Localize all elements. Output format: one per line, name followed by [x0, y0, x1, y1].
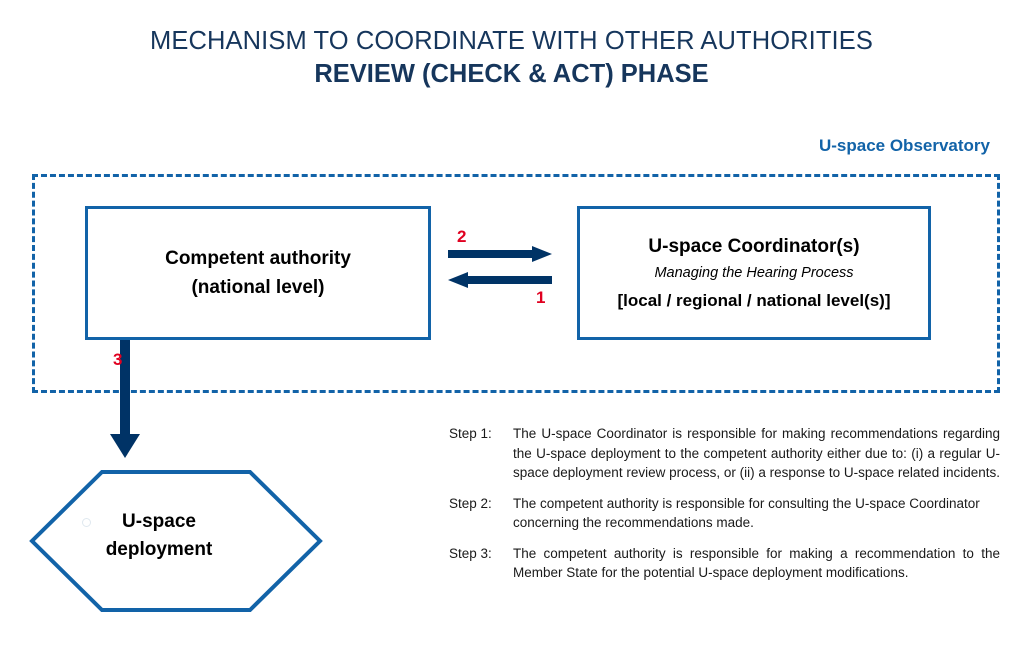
step-row-2: Step 2: The competent authority is respo… — [449, 494, 1000, 533]
arrow-down-step-3 — [110, 340, 140, 458]
step-descriptions: Step 1: The U-space Coordinator is respo… — [449, 424, 1000, 583]
competent-authority-line-1: Competent authority — [165, 247, 351, 269]
node-uspace-coordinator[interactable]: U-space Coordinator(s) Managing the Hear… — [577, 206, 931, 340]
node-competent-authority[interactable]: Competent authority (national level) — [85, 206, 431, 340]
step-2-text: The competent authority is responsible f… — [513, 495, 980, 531]
arrow-left-step-1 — [448, 272, 552, 288]
observatory-boundary — [32, 174, 1000, 393]
arrow-number-3: 3 — [113, 350, 123, 369]
step-2-label: Step 2: — [449, 495, 492, 511]
hexagon-artifact-dot — [82, 518, 91, 527]
coordinator-subtitle: Managing the Hearing Process — [654, 265, 854, 282]
step-3-text: The competent authority is responsible f… — [513, 545, 1000, 581]
deployment-line-2: deployment — [105, 538, 213, 560]
step-3-label: Step 3: — [449, 545, 492, 561]
coordinator-levels: [local / regional / national level(s)] — [617, 291, 891, 311]
title-line-1: MECHANISM TO COORDINATE WITH OTHER AUTHO… — [150, 27, 873, 55]
arrow-number-1: 1 — [536, 288, 546, 307]
coordinator-title: U-space Coordinator(s) — [648, 235, 860, 257]
hexagon-shape — [29, 470, 323, 612]
deployment-label: U-space deployment — [64, 508, 254, 563]
title-line-2: REVIEW (CHECK & ACT) PHASE — [314, 60, 709, 89]
observatory-label: U-space Observatory — [818, 136, 990, 155]
page-title: MECHANISM TO COORDINATE WITH OTHER AUTHO… — [0, 26, 1023, 90]
step-1-text: The U-space Coordinator is responsible f… — [513, 426, 1000, 481]
node-uspace-deployment[interactable] — [28, 468, 324, 614]
arrow-number-2: 2 — [457, 227, 467, 246]
step-1-label: Step 1: — [449, 426, 492, 441]
competent-authority-line-2: (national level) — [191, 277, 325, 298]
step-row-3: Step 3: The competent authority is respo… — [449, 544, 1000, 583]
deployment-line-1: U-space — [122, 511, 196, 532]
arrow-right-step-2 — [448, 246, 552, 262]
step-row-1: Step 1: The U-space Coordinator is respo… — [449, 424, 1000, 483]
